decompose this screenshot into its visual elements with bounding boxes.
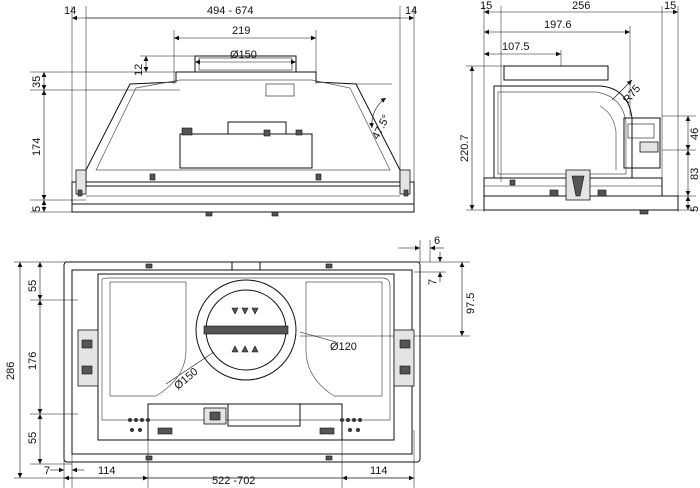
- bottom-dim-176-label: 176: [27, 352, 39, 370]
- front-outlet-diameter-label: Ø150: [230, 49, 257, 61]
- bottom-inner-diameter-label: Ø120: [330, 341, 357, 353]
- front-inner-width-label: 219: [232, 25, 250, 37]
- side-radius-label: R75: [621, 83, 643, 106]
- side-left-margin-label: 15: [480, 0, 492, 12]
- side-total-height-label: 220.7: [459, 134, 471, 162]
- bottom-dim-55-top-label: 55: [27, 280, 39, 292]
- bottom-dim-114-left-label: 114: [98, 465, 116, 477]
- front-bottom-thickness-label: 5: [31, 206, 43, 212]
- motor-symbols: [231, 307, 259, 353]
- bottom-dim-55-bottom-label: 55: [27, 432, 39, 444]
- bottom-dim-286-label: 286: [5, 362, 17, 380]
- side-dim-46-label: 46: [689, 128, 700, 140]
- bottom-dim-97-5-label: 97.5: [465, 293, 477, 314]
- bottom-dim-6-label: 6: [434, 235, 440, 247]
- bottom-dim-7-bottom-label: 7: [44, 465, 50, 477]
- side-dim-5-label: 5: [689, 206, 700, 212]
- side-dim-197-6-label: 197.6: [544, 19, 572, 31]
- side-view: 15 256 15 197.6 107.5 R75 220.7 46 83 5: [459, 0, 700, 215]
- side-right-margin-label: 15: [664, 0, 676, 12]
- bottom-width-range-label: 522 -702: [212, 475, 255, 487]
- bottom-dim-7-right-label: 7: [427, 279, 439, 285]
- front-view: 14 494 - 674 14 219 Ø150 12 35 174 5 47.…: [30, 5, 417, 217]
- front-outlet-offset-label: 12: [133, 64, 145, 76]
- control-dots: [128, 418, 362, 432]
- side-dim-107-5-label: 107.5: [502, 41, 530, 53]
- bottom-outer-diameter-label: Ø150: [172, 366, 200, 392]
- front-outlet-height-label: 35: [31, 76, 43, 88]
- side-dim-83-label: 83: [689, 168, 700, 180]
- bottom-view: 6 7 97.5 286 55 176 55 7 114 522 -702 11…: [5, 235, 477, 488]
- front-margin-right-label: 14: [405, 5, 417, 17]
- side-depth-label: 256: [572, 0, 590, 12]
- bottom-dim-114-right-label: 114: [370, 465, 388, 477]
- front-width-range-label: 494 - 674: [207, 5, 253, 17]
- front-margin-left-label: 14: [64, 5, 76, 17]
- front-body-height-label: 174: [31, 138, 43, 156]
